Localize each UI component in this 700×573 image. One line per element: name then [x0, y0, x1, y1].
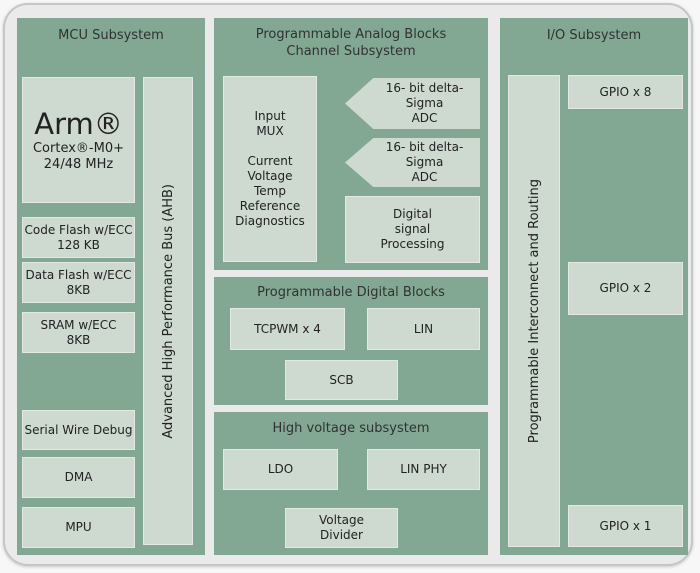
analog-subsystem-section: Programmable Analog Blocks Channel Subsy… — [214, 18, 488, 270]
sram-block: SRAM w/ECC 8KB — [22, 312, 135, 353]
serial-wire-debug-block: Serial Wire Debug — [22, 410, 135, 450]
mcu-subsystem-title: MCU Subsystem — [58, 28, 164, 43]
voltage-divider-block: Voltage Divider — [285, 508, 398, 548]
ahb-bus-bar: Advanced High Performance Bus (AHB) — [143, 77, 193, 545]
tcpwm-block: TCPWM x 4 — [230, 308, 345, 350]
adc-arrow-block-2: 16- bit delta-Sigma ADC — [345, 138, 480, 187]
cpu-clock-label: 24/48 MHz — [43, 157, 114, 172]
gpio-x8-block: GPIO x 8 — [568, 75, 683, 109]
io-subsystem-section: I/O Subsystem Programmable Interconnect … — [500, 18, 688, 555]
input-mux-block: Input MUX Current Voltage Temp Reference… — [223, 76, 317, 262]
interconnect-routing-bar: Programmable Interconnect and Routing — [508, 75, 560, 547]
cpu-name-label: Arm® — [34, 107, 123, 141]
digital-signal-processing-block: Digital signal Processing — [345, 196, 480, 263]
io-subsystem-title: I/O Subsystem — [546, 28, 642, 43]
code-flash-block: Code Flash w/ECC 128 KB — [22, 217, 135, 258]
digital-blocks-title: Programmable Digital Blocks — [257, 285, 445, 300]
mcu-subsystem-section: MCU Subsystem Arm® Cortex®-M0+ 24/48 MHz… — [17, 18, 205, 555]
adc-arrow-block-1: 16- bit delta-Sigma ADC — [345, 78, 480, 129]
mpu-block: MPU — [22, 507, 135, 548]
lin-phy-block: LIN PHY — [367, 449, 480, 490]
high-voltage-section: High voltage subsystem LDO LIN PHY Volta… — [214, 412, 488, 555]
interconnect-routing-label: Programmable Interconnect and Routing — [526, 178, 542, 444]
data-flash-block: Data Flash w/ECC 8KB — [22, 262, 135, 303]
gpio-x2-block: GPIO x 2 — [568, 262, 683, 315]
digital-blocks-section: Programmable Digital Blocks TCPWM x 4 LI… — [214, 277, 488, 405]
lin-block: LIN — [367, 308, 480, 350]
ahb-bus-label: Advanced High Performance Bus (AHB) — [160, 183, 176, 439]
cpu-block: Arm® Cortex®-M0+ 24/48 MHz — [22, 77, 135, 203]
high-voltage-title: High voltage subsystem — [272, 421, 430, 436]
dma-block: DMA — [22, 457, 135, 498]
analog-subsystem-title: Programmable Analog Blocks Channel Subsy… — [255, 27, 447, 59]
scb-block: SCB — [285, 360, 398, 400]
ldo-block: LDO — [223, 449, 338, 490]
gpio-x1-block: GPIO x 1 — [568, 505, 683, 547]
cpu-core-label: Cortex®-M0+ — [32, 141, 124, 156]
